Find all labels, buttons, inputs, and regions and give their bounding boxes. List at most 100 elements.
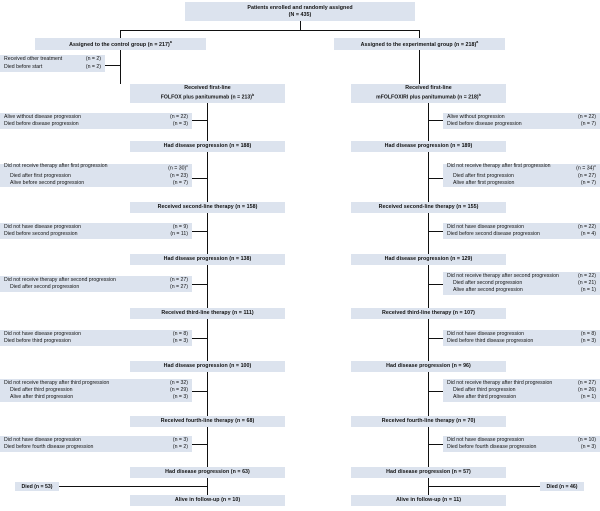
exclusion-row: Died before disease progression (n = 3) <box>4 121 188 127</box>
exclusion-row: Alive after third progression (n = 1) <box>453 394 596 401</box>
control-progression2-box: Had disease progression (n = 138) <box>130 254 285 265</box>
exclusion-row: Died before fourth disease progression (… <box>447 444 596 450</box>
control-pre-start-exclusion-box: Received other treatment (n = 2) Died be… <box>0 55 105 72</box>
experimental-assigned-box: Assigned to the experimental group (n = … <box>334 38 505 50</box>
experimental-after-progression3-box: Did not receive therapy after third prog… <box>443 379 600 402</box>
exclusion-row: Died before second disease progression (… <box>447 231 596 237</box>
exclusion-row: Did not have disease progression (n = 22… <box>447 223 596 230</box>
control-pre-progression1-box: Alive without disease progression (n = 2… <box>0 113 192 129</box>
experimental-after-progression2-box: Did not receive therapy after second pro… <box>443 272 600 295</box>
control-stem-4 <box>207 213 209 254</box>
control-pre-progression4-box: Did not have disease progression (n = 3)… <box>0 436 192 452</box>
experimental-stem-6 <box>428 319 430 361</box>
exclusion-row: Died before third disease progression (n… <box>447 338 596 344</box>
exclusion-row: Alive after second progression (n = 1) <box>453 287 596 294</box>
experimental-branch-preprog4 <box>428 444 444 446</box>
exclusion-row: Died after second progression (n = 21) <box>453 279 596 286</box>
control-branch-preprog4 <box>191 444 207 446</box>
experimental-after-progression1-box: Did not receive therapy after first prog… <box>443 163 600 187</box>
control-branch-preprog2 <box>191 231 207 233</box>
experimental-pre-progression2-box: Did not have disease progression (n = 22… <box>443 223 600 239</box>
experimental-pre-progression4-box: Did not have disease progression (n = 10… <box>443 436 600 452</box>
experimental-secondline-box: Received second-line therapy (n = 155) <box>351 202 506 213</box>
enrollment-box: Patients enrolled and randomly assigned … <box>185 2 415 21</box>
control-stem-8 <box>207 427 209 467</box>
exclusion-row: Died after third progression (n = 29) <box>10 386 188 393</box>
exclusion-row: Died before second progression (n = 11) <box>4 231 188 237</box>
experimental-firstline-line1: Received first-line <box>405 85 452 92</box>
exclusion-row: Did not receive therapy after third prog… <box>4 379 188 386</box>
exclusion-row: Did not have disease progression (n = 10… <box>447 436 596 443</box>
exclusion-row: Alive after third progression (n = 3) <box>10 394 188 401</box>
control-assigned-box: Assigned to the control group (n = 217)a <box>35 38 206 50</box>
exclusion-row: Did not have disease progression (n = 8) <box>4 330 188 337</box>
connector-enroll-down <box>299 21 301 30</box>
control-pre-progression2-box: Did not have disease progression (n = 9)… <box>0 223 192 239</box>
control-branch-preprog1 <box>191 120 207 122</box>
experimental-firstline-line2: mFOLFOXIRI plus panitumumab (n = 218) <box>376 94 479 101</box>
experimental-assigned-label: Assigned to the experimental group (n = … <box>360 41 477 48</box>
experimental-progression3-box: Had disease progression (n = 96) <box>351 361 506 372</box>
control-stem-6 <box>207 319 209 361</box>
control-died-box: Died (n = 53) <box>15 482 59 491</box>
experimental-fourthline-box: Received fourth-line therapy (n = 70) <box>351 416 506 427</box>
control-branch-died <box>57 486 207 488</box>
control-thirdline-box: Received third-line therapy (n = 111) <box>130 308 285 319</box>
connector-split-horizontal <box>120 30 420 32</box>
control-stem-7 <box>207 372 209 416</box>
experimental-progression1-box: Had disease progression (n = 189) <box>351 141 506 152</box>
control-exclusion-branch-0 <box>104 65 120 67</box>
enrollment-line2: (N = 435) <box>288 11 312 18</box>
exclusion-row: Received other treatment (n = 2) <box>4 56 101 63</box>
experimental-branch-afterprog3 <box>428 391 444 393</box>
control-pre-progression3-box: Did not have disease progression (n = 8)… <box>0 330 192 346</box>
control-progression1-box: Had disease progression (n = 188) <box>130 141 285 152</box>
exclusion-row: Died before fourth disease progression (… <box>4 444 188 450</box>
connector-to-control <box>120 30 122 38</box>
control-stem-9 <box>207 478 209 495</box>
experimental-stem-1 <box>419 50 421 84</box>
control-progression3-box: Had disease progression (n = 100) <box>130 361 285 372</box>
control-after-progression3-box: Did not receive therapy after third prog… <box>0 379 192 402</box>
control-stem-1 <box>120 50 122 84</box>
experimental-stem-2 <box>428 103 430 141</box>
control-secondline-box: Received second-line therapy (n = 158) <box>130 202 285 213</box>
experimental-assigned-footnote: a <box>476 40 479 45</box>
experimental-stem-3 <box>428 152 430 202</box>
exclusion-row: Did not receive therapy after first prog… <box>4 163 188 173</box>
enrollment-line1: Patients enrolled and randomly assigned <box>247 4 353 11</box>
control-after-progression2-box: Did not receive therapy after second pro… <box>0 276 192 292</box>
experimental-stem-5 <box>428 265 430 308</box>
exclusion-row: Alive before second progression (n = 7) <box>10 180 188 187</box>
exclusion-row: Did not receive therapy after second pro… <box>4 276 188 283</box>
control-branch-preprog3 <box>191 338 207 340</box>
control-progression4-box: Had disease progression (n = 63) <box>130 467 285 478</box>
experimental-stem-4 <box>428 213 430 254</box>
connector-to-experimental <box>419 30 421 38</box>
control-fourthline-box: Received fourth-line therapy (n = 68) <box>130 416 285 427</box>
exclusion-row: Died before disease progression (n = 7) <box>447 121 596 127</box>
exclusion-row: Died after second progression (n = 27) <box>10 284 188 290</box>
control-branch-afterprog1 <box>191 178 207 180</box>
experimental-died-box: Died (n = 46) <box>540 482 584 491</box>
control-branch-afterprog3 <box>191 391 207 393</box>
experimental-branch-afterprog1 <box>428 178 444 180</box>
experimental-branch-died <box>428 486 541 488</box>
experimental-progression2-box: Had disease progression (n = 129) <box>351 254 506 265</box>
experimental-firstline-footnote: b <box>478 93 481 98</box>
exclusion-row: Did not receive therapy after first prog… <box>447 163 596 173</box>
experimental-branch-preprog1 <box>428 120 444 122</box>
exclusion-row: Alive after first progression (n = 7) <box>453 180 596 187</box>
exclusion-row: Did not have disease progression (n = 9) <box>4 223 188 230</box>
control-firstline-line1: Received first-line <box>184 85 231 92</box>
control-alive-box: Alive in follow-up (n = 10) <box>130 495 285 506</box>
control-firstline-footnote: b <box>251 93 255 98</box>
control-assigned-footnote: a <box>169 40 172 45</box>
exclusion-row: Died after first progression (n = 23) <box>10 173 188 180</box>
experimental-pre-progression3-box: Did not have disease progression (n = 8)… <box>443 330 600 346</box>
control-stem-3 <box>207 152 209 202</box>
exclusion-row: Died before third progression (n = 3) <box>4 338 188 344</box>
exclusion-row: Alive without disease progression (n = 2… <box>4 113 188 120</box>
exclusion-row: Died before start (n = 2) <box>4 63 101 70</box>
